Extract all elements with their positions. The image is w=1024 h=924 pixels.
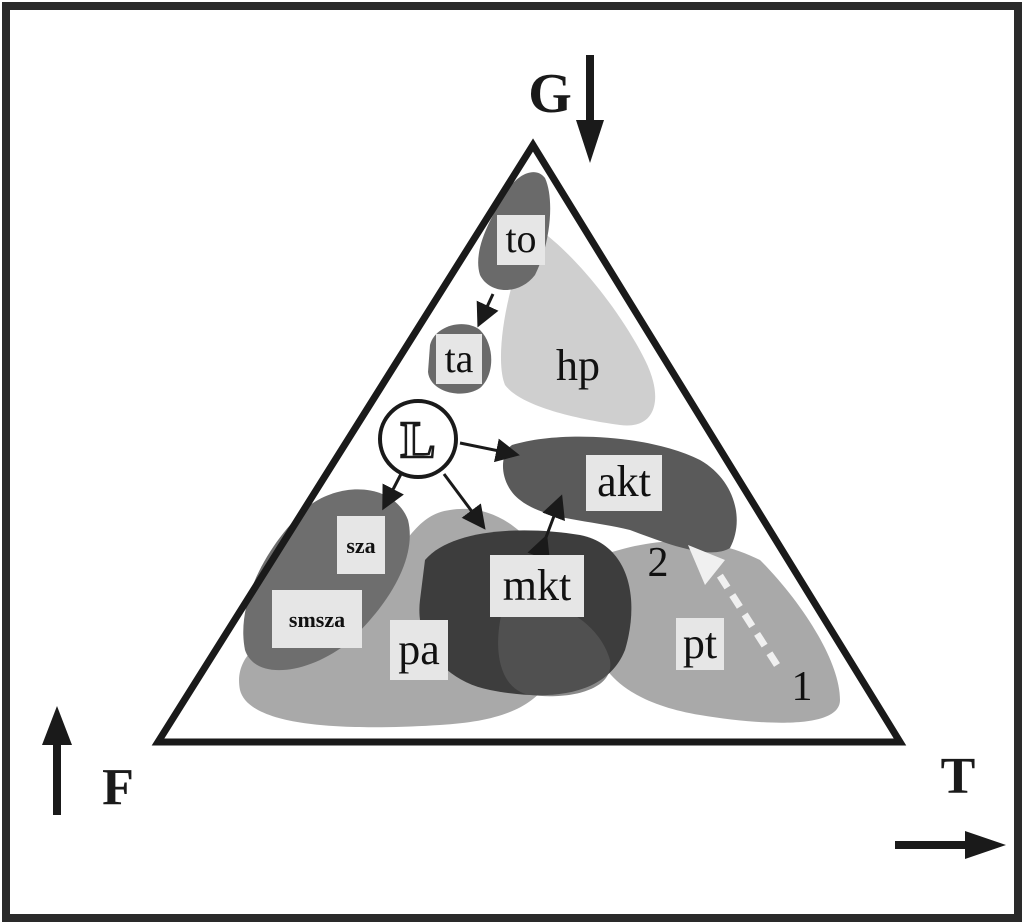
g-axis-arrowhead	[576, 120, 604, 163]
label-pt: pt	[683, 619, 717, 668]
region-mkt-lower	[498, 599, 611, 697]
box-mkt	[490, 555, 584, 617]
f-axis-arrowhead	[42, 706, 72, 745]
box-to	[497, 215, 545, 265]
l-node-label: L	[401, 412, 436, 469]
box-akt	[586, 455, 662, 511]
label-ta: ta	[445, 336, 474, 381]
label-hp: hp	[556, 341, 600, 390]
arrow-mkt-akt-double	[527, 494, 565, 562]
label-akt: akt	[597, 457, 651, 506]
label-smsza: smsza	[289, 607, 345, 632]
ternary-triangle	[151, 138, 907, 746]
path-1-arrowhead	[688, 545, 725, 585]
arrow-l-to-akt	[459, 438, 520, 463]
arrow-l-to-sza	[382, 473, 404, 511]
path-1-dashed-line	[712, 566, 780, 667]
axis-label-t: T	[941, 748, 976, 805]
box-sza	[337, 516, 385, 574]
box-smsza	[272, 590, 362, 648]
t-axis-arrowhead	[965, 831, 1006, 859]
arrow-to-to-ta	[476, 293, 499, 328]
path-label-2: 2	[648, 540, 669, 586]
arrow-l-to-mkt	[442, 473, 486, 530]
box-pt	[676, 618, 724, 670]
axis-label-f: F	[102, 759, 134, 816]
path-label-1: 1	[792, 664, 813, 710]
box-ta	[436, 334, 482, 384]
label-sza: sza	[346, 533, 375, 558]
label-pa: pa	[398, 625, 440, 674]
label-mkt: mkt	[503, 561, 571, 610]
label-to: to	[505, 216, 536, 261]
box-pa	[390, 620, 448, 680]
axis-label-g: G	[528, 63, 572, 125]
l-node-circle	[378, 399, 458, 479]
region-hp	[500, 230, 656, 426]
